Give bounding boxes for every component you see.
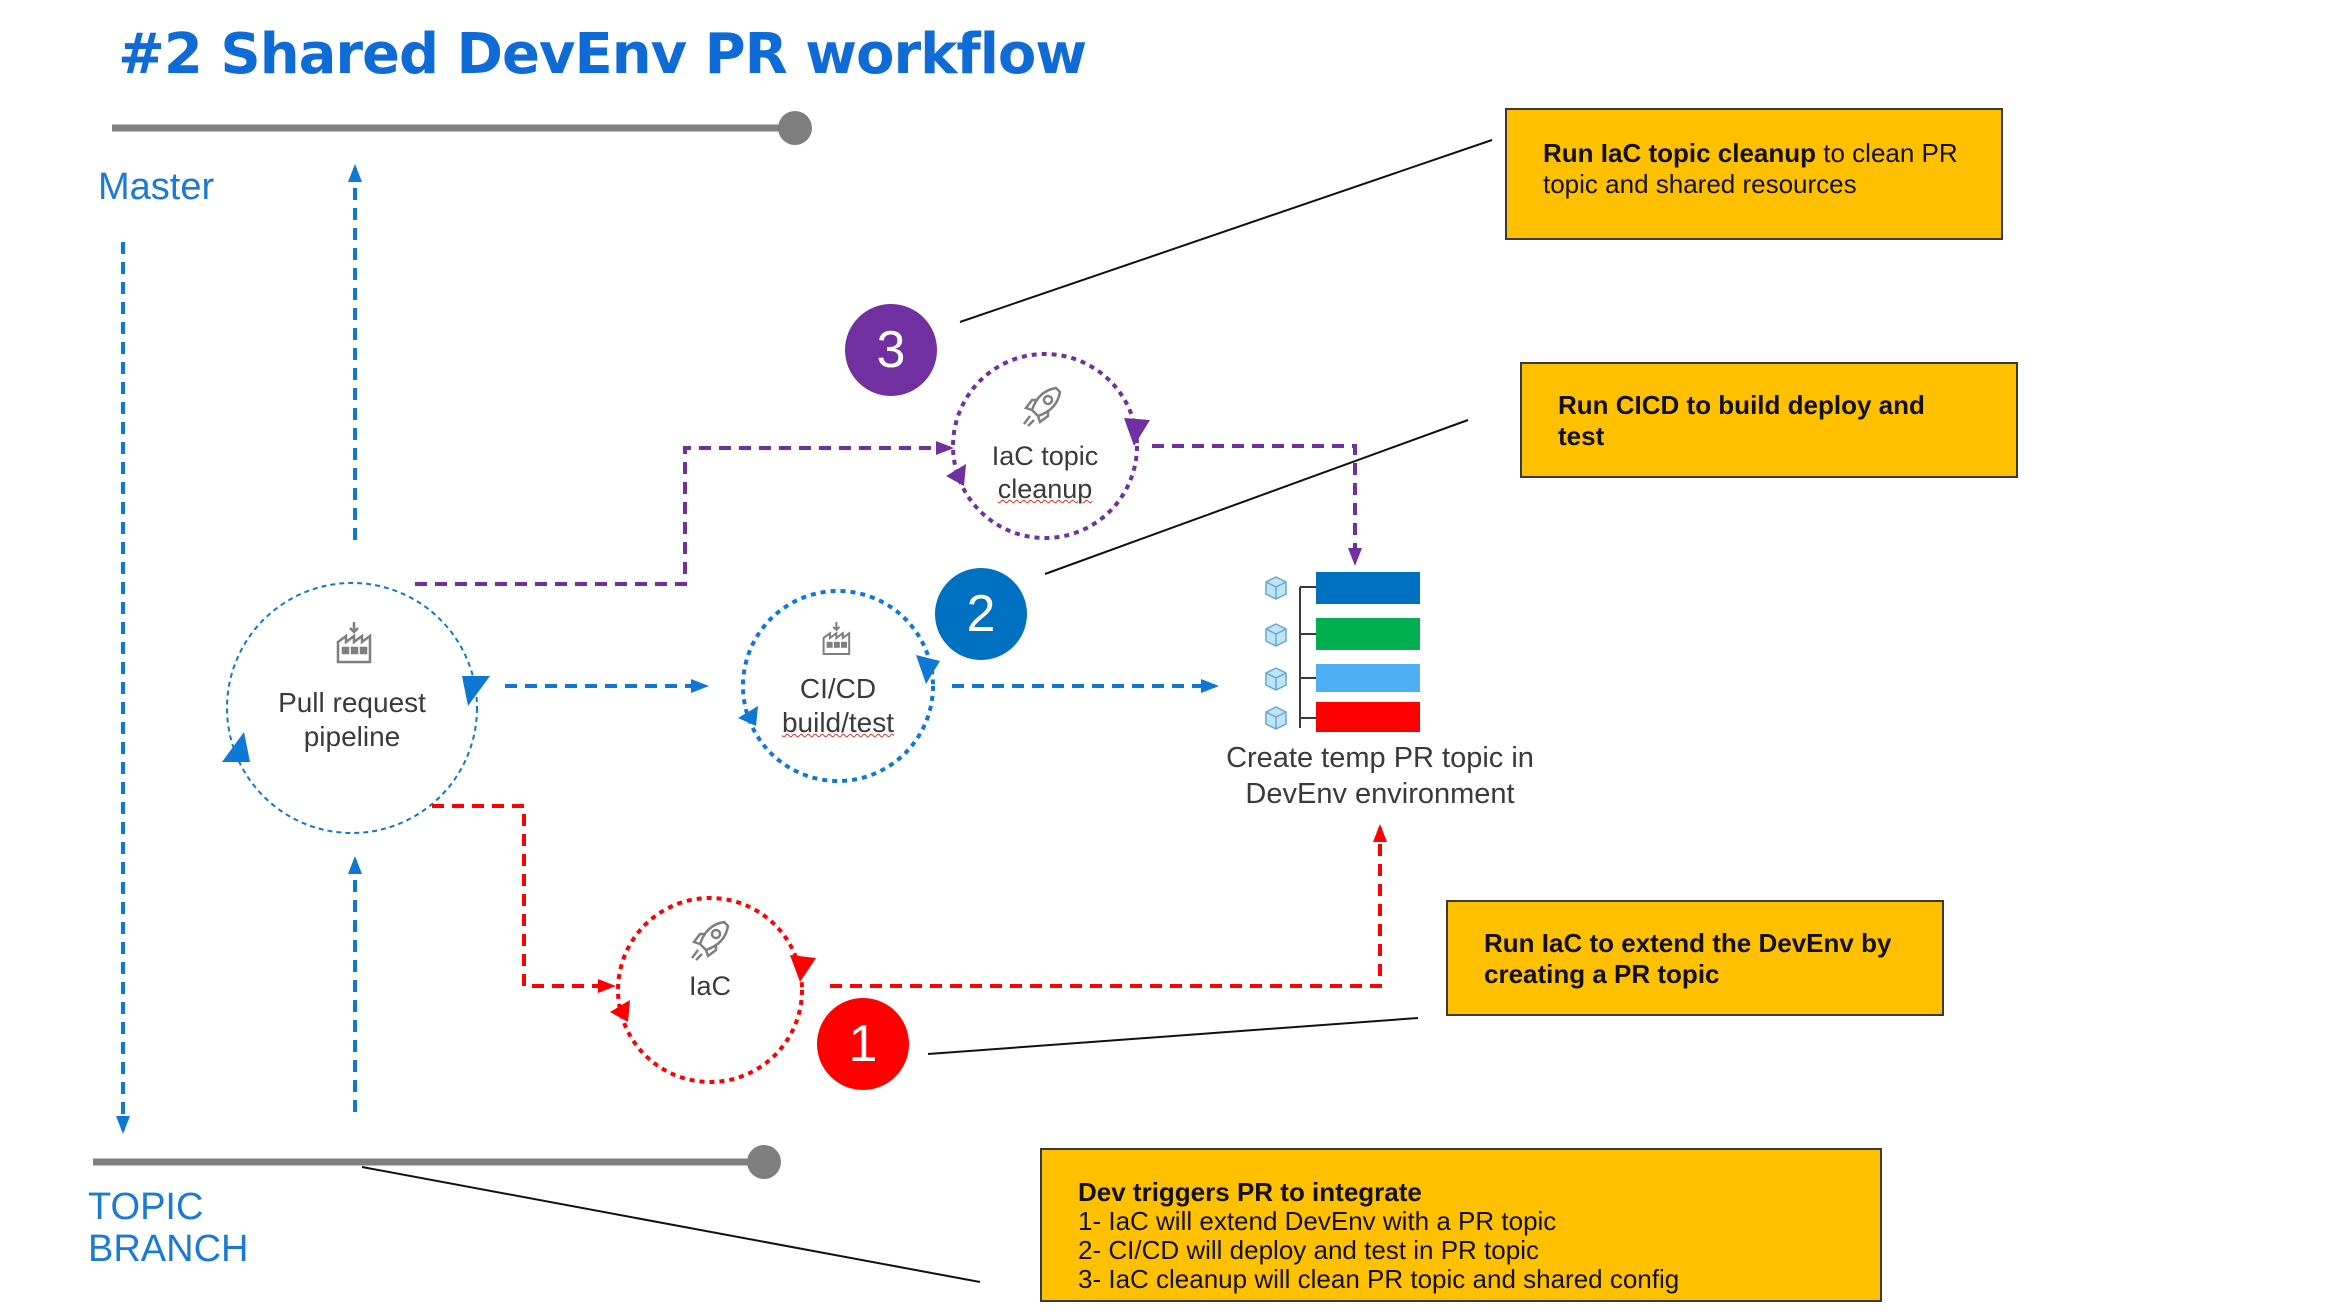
topic-branch-line: [93, 1145, 781, 1179]
dev-callout-item-1: 1- IaC will extend DevEnv with a PR topi…: [1078, 1206, 1557, 1236]
cicd-callout-line2: test: [1558, 421, 1605, 451]
master-branch-label: Master: [98, 166, 215, 208]
step-2-badge: 2: [935, 568, 1027, 660]
pull-request-cycle: [222, 582, 490, 834]
pull-request-node-label: Pull request pipeline: [232, 686, 472, 754]
iac-callout: Run IaC to extend the DevEnv by creating…: [1446, 900, 1944, 1016]
target-label-line2: DevEnv environment: [1245, 778, 1515, 810]
cicd-callout-line1: Run CICD to build deploy and: [1558, 390, 1925, 420]
resource-bar-3: [1316, 664, 1420, 692]
pull-request-label-line1: Pull request: [278, 687, 426, 718]
iac-cleanup-label-line2: cleanup: [955, 473, 1135, 506]
iac-label-line1: IaC: [688, 971, 732, 1001]
step-1-badge: 1: [817, 998, 909, 1090]
iac-cycle: [610, 896, 816, 1084]
page-title: #2 Shared DevEnv PR workflow: [118, 22, 1087, 87]
cleanup-callout-rest: to clean PR: [1816, 138, 1958, 168]
iac-callout-line1: Run IaC to extend the DevEnv by: [1484, 928, 1892, 958]
topic-branch-label-line1: TOPIC: [88, 1186, 204, 1228]
cleanup-callout-line2: topic and shared resources: [1543, 169, 1857, 199]
pipeline-to-cleanup-arrow: [415, 441, 954, 586]
factory-icon: [336, 622, 372, 664]
topic-branch-label: TOPIC BRANCH: [88, 1186, 248, 1270]
pipeline-to-iac-arrow: [432, 804, 616, 993]
cicd-label-line1: CI/CD: [799, 673, 877, 704]
iac-cleanup-cycle: [946, 352, 1150, 540]
master-branch-line: [112, 111, 812, 145]
cube-icon: [1265, 623, 1287, 647]
cube-icon: [1265, 576, 1287, 600]
target-label-line1: Create temp PR topic in: [1226, 742, 1534, 774]
iac-cleanup-label-line1: IaC topic: [991, 441, 1099, 471]
dev-callout-item-3: 3- IaC cleanup will clean PR topic and s…: [1078, 1264, 1680, 1294]
cleanup-leader-line: [959, 139, 1493, 323]
cleanup-to-target-arrow: [1152, 444, 1362, 566]
iac-leader-line: [927, 1017, 1419, 1055]
cicd-node-label: CI/CD build/test: [738, 672, 938, 740]
factory-icon: [822, 622, 851, 656]
cube-icon: [1265, 706, 1287, 730]
cicd-leader-line: [1044, 419, 1469, 575]
iac-callout-line2: creating a PR topic: [1484, 959, 1720, 989]
cicd-label-line2: build/test: [738, 706, 938, 740]
cleanup-callout-bold: Run IaC topic cleanup: [1543, 138, 1817, 168]
dev-callout-item-2: 2- CI/CD will deploy and test in PR topi…: [1078, 1235, 1539, 1265]
cicd-label-line2-text: build/test: [781, 707, 895, 738]
pull-request-label-line2: pipeline: [303, 721, 401, 752]
iac-to-target-arrow: [830, 824, 1387, 988]
topic-branch-label-line2: BRANCH: [88, 1228, 249, 1270]
resource-bar-4: [1316, 702, 1420, 732]
rocket-icon: [691, 920, 730, 961]
iac-cleanup-node-label: IaC topic cleanup: [955, 440, 1135, 506]
rocket-icon: [1023, 386, 1062, 427]
cicd-callout: Run CICD to build deploy and test: [1520, 362, 2018, 478]
target-environment: [1265, 572, 1420, 732]
cicd-cycle: [738, 589, 940, 783]
dev-callout: Dev triggers PR to integrate 1- IaC will…: [1040, 1148, 1882, 1302]
resource-bar-2: [1316, 618, 1420, 650]
cleanup-callout-line1: Run IaC topic cleanup to clean PR: [1543, 138, 1965, 169]
cleanup-callout: Run IaC topic cleanup to clean PR topic …: [1505, 108, 2003, 240]
iac-cleanup-label-line2-text: cleanup: [997, 474, 1093, 504]
iac-node-label: IaC: [640, 970, 780, 1003]
resource-bar-1: [1316, 572, 1420, 604]
step-3-badge: 3: [845, 304, 937, 396]
dev-callout-heading: Dev triggers PR to integrate: [1078, 1177, 1422, 1207]
cube-icon: [1265, 667, 1287, 691]
dev-leader-line: [361, 1166, 981, 1283]
target-environment-label: Create temp PR topic in DevEnv environme…: [1190, 740, 1570, 812]
